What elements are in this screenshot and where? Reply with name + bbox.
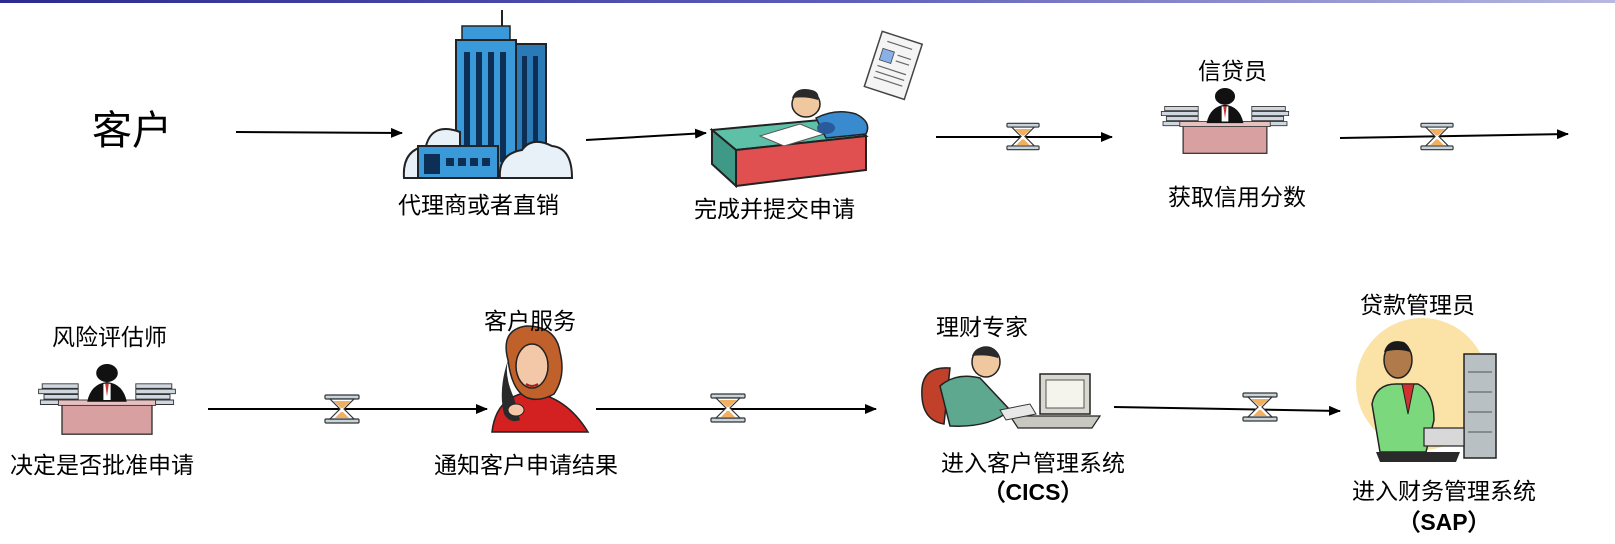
woman-on-phone-icon — [491, 325, 590, 433]
document-icon — [863, 30, 924, 101]
clerk-at-desk-icon — [1160, 88, 1290, 154]
submit-label: 完成并提交申请 — [694, 197, 855, 223]
customer-service-label: 客户服务 — [484, 309, 576, 335]
risk-assessor-label: 风险评估师 — [52, 325, 167, 351]
person-at-computer-icon — [1356, 318, 1497, 462]
notify-label: 通知客户申请结果 — [434, 453, 618, 479]
arrow-customer-to-agent — [235, 127, 403, 138]
top-accent-bar — [0, 0, 1615, 3]
finance-expert-label: 理财专家 — [936, 315, 1028, 341]
agent-label: 代理商或者直销 — [398, 193, 559, 219]
customer-label: 客户 — [92, 108, 172, 154]
person-at-computer-icon — [921, 346, 1102, 429]
arrow-credit-to-next — [1339, 129, 1569, 140]
cics-system-label: （CICS） — [982, 479, 1084, 505]
loan-manager-label: 贷款管理员 — [1360, 293, 1475, 319]
credit-score-label: 获取信用分数 — [1168, 185, 1306, 211]
cics-label: 进入客户管理系统 — [941, 451, 1125, 477]
arrow-agent-to-submit — [585, 128, 707, 141]
decide-label: 决定是否批准申请 — [10, 453, 194, 479]
sap-label: 进入财务管理系统 — [1352, 479, 1536, 505]
person-writing-at-desk-icon — [709, 89, 869, 189]
clerk-at-desk-icon — [37, 364, 177, 435]
arrow-cics-to-sap — [1113, 405, 1341, 416]
sap-system-label: （SAP） — [1397, 509, 1491, 535]
credit-officer-label: 信贷员 — [1198, 59, 1267, 85]
hourglass-icon — [1242, 392, 1278, 422]
office-building-icon — [402, 10, 574, 179]
